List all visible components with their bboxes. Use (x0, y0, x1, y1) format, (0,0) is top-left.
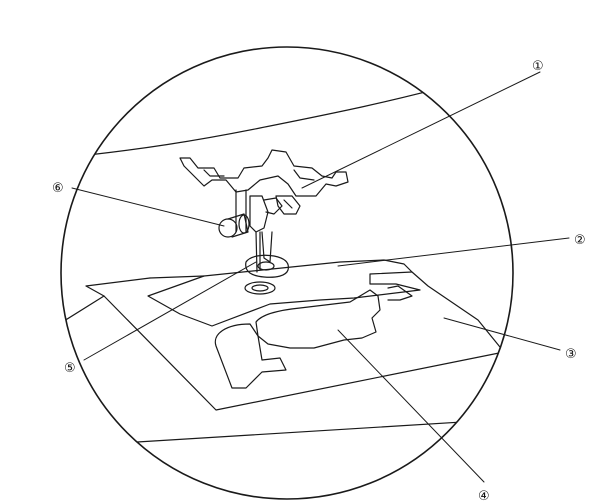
callout-3: ③ (565, 347, 577, 362)
machine-bed (85, 271, 505, 411)
holder-screw-lines (283, 199, 293, 209)
leader-4 (337, 329, 485, 483)
leader-6 (71, 187, 225, 227)
needle-plate (147, 259, 421, 327)
callout-4: ④ (478, 489, 490, 504)
thread-guide (263, 197, 283, 215)
callout-6: ⑥ (52, 181, 64, 196)
presser-bar (235, 189, 247, 233)
leader-5 (83, 261, 257, 361)
needle-holder (249, 195, 269, 233)
presser-shank (261, 231, 273, 263)
needle-clamp (179, 149, 349, 197)
machine-arm (61, 47, 513, 159)
leader-3 (443, 317, 561, 351)
cover-release-flap (214, 323, 287, 389)
bobbin-cover (255, 289, 381, 349)
holder-screw-ring (238, 214, 250, 234)
leader-1 (301, 71, 541, 189)
needle-clamp-inner (203, 169, 225, 177)
bed-left-edge (61, 295, 105, 337)
holder-screw-head (218, 218, 238, 238)
callout-2: ② (574, 233, 586, 248)
needle-hole-inner (251, 284, 269, 292)
bobbin-cover-tab (387, 285, 413, 301)
presser-foot (245, 254, 289, 278)
callout-1: ① (532, 59, 544, 74)
machine-arm-upper (419, 71, 471, 91)
callout-5: ⑤ (64, 361, 76, 376)
leader-2 (337, 237, 570, 267)
needle-hole-outer (244, 281, 276, 295)
magnifier-circle (60, 46, 514, 500)
presser-foot-holder (275, 195, 301, 215)
bed-front-line (61, 415, 513, 449)
needle-clamp-detail (293, 169, 315, 181)
holder-screw-shaft (227, 213, 249, 238)
bed-back-edge (149, 275, 205, 279)
